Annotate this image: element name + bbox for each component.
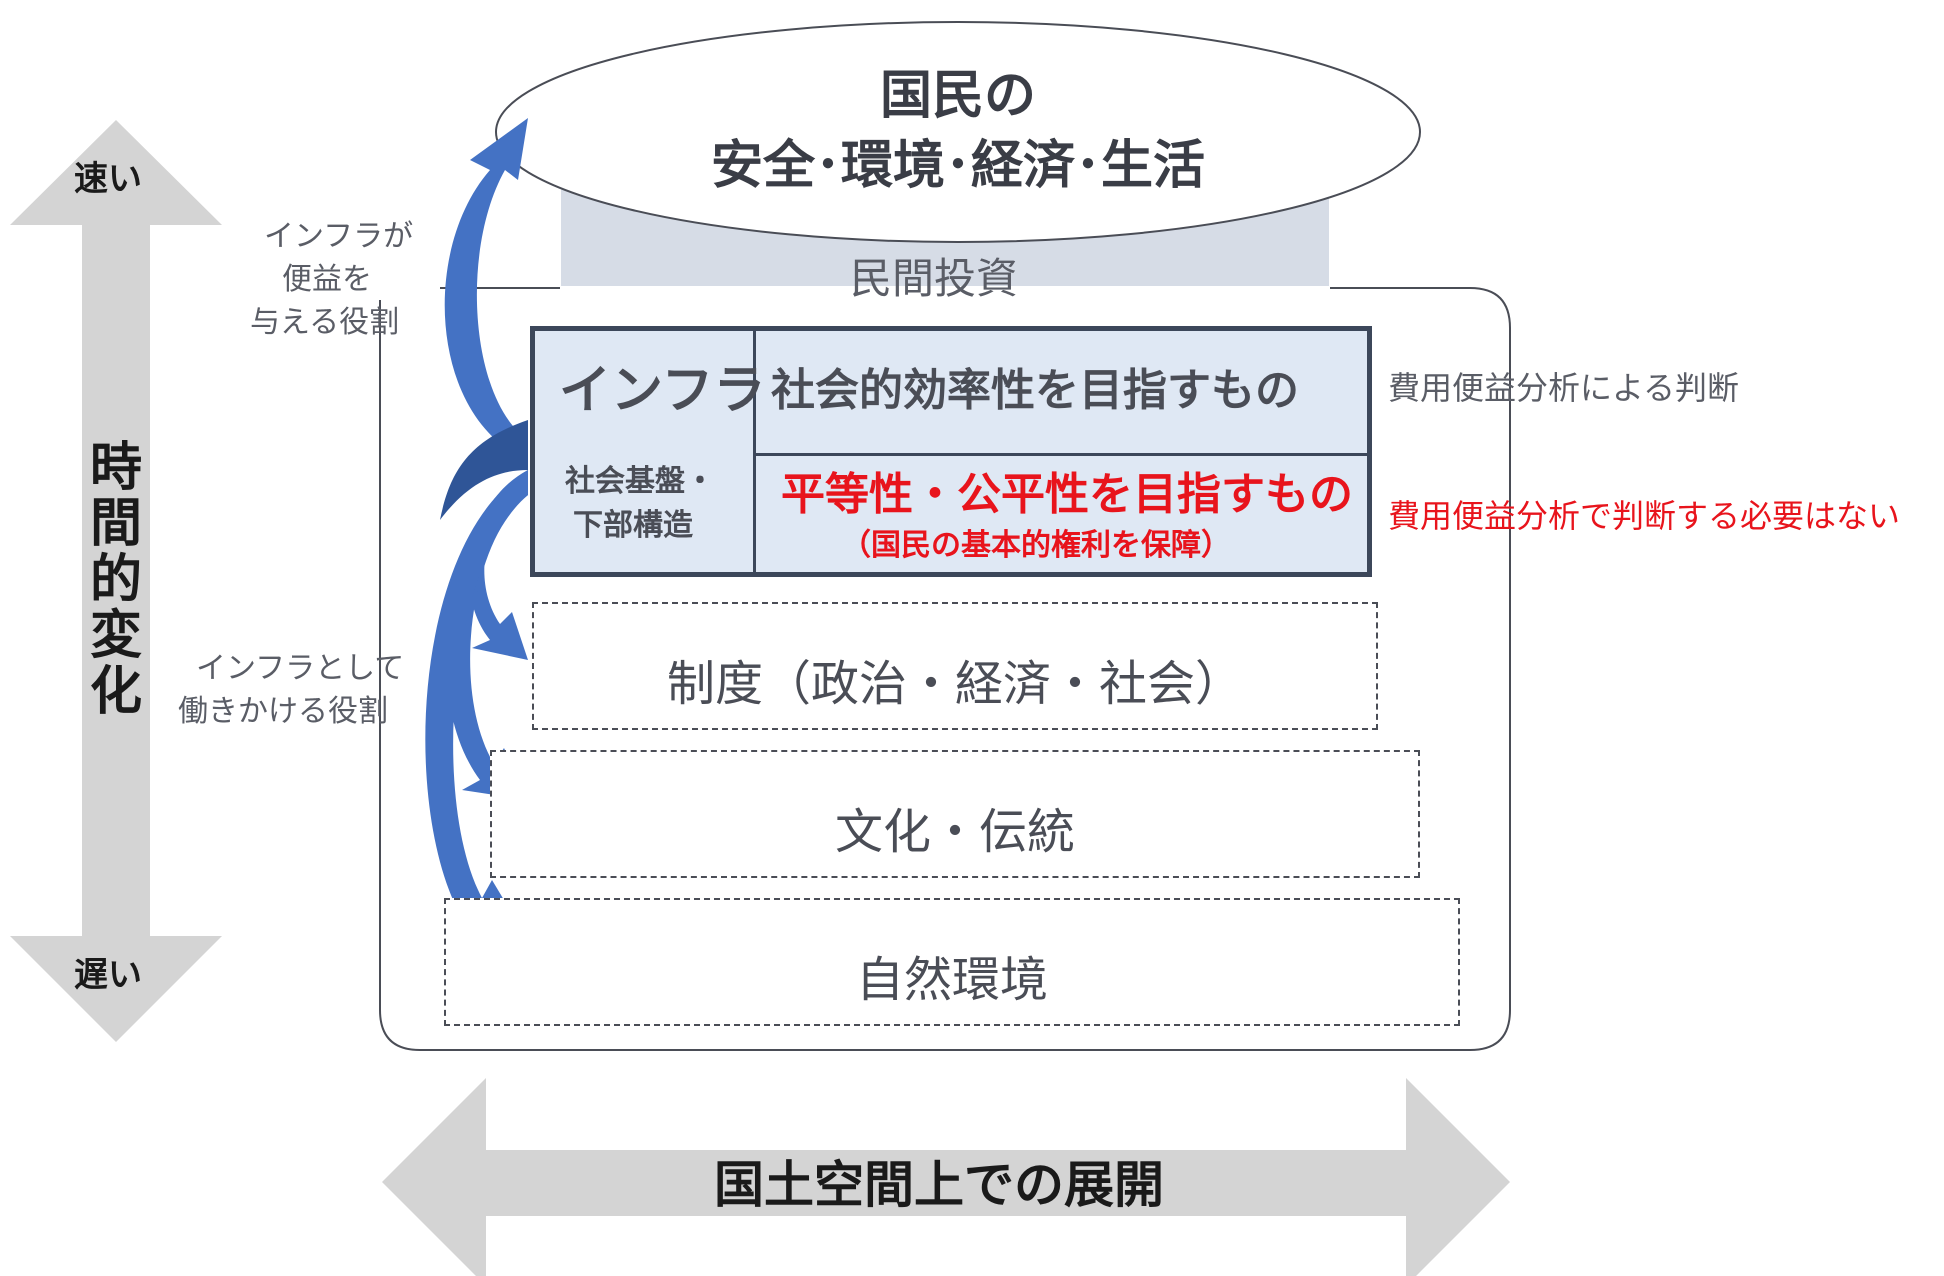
equality-label: 平等性・公平性を目指すもの	[781, 469, 1353, 520]
culture-label: 文化・伝統	[834, 804, 1075, 860]
equality-note: （国民の基本的権利を保障）	[841, 528, 1231, 563]
time-axis-char: 時	[89, 438, 142, 498]
time-axis-fast-label: 速い	[74, 159, 142, 199]
benefit-role-line3: 与える役割	[250, 305, 400, 340]
institutions-label: 制度（政治・経済・社会）	[666, 656, 1243, 712]
flow-arrow-hub	[440, 420, 528, 520]
time-axis-char: 化	[89, 662, 142, 722]
nature-label: 自然環境	[855, 952, 1048, 1008]
flow-arrow-to-goal	[444, 118, 528, 460]
infra-divider-horizontal	[753, 453, 1367, 456]
flow-arrows	[425, 118, 528, 940]
infra-box: インフラ 社会基盤・ 下部構造 社会的効率性を目指すもの 平等性・公平性を目指す…	[530, 326, 1372, 577]
time-axis-slow-label: 遅い	[74, 955, 142, 995]
time-axis-char: 変	[89, 606, 142, 666]
benefit-role-line2: 便益を	[282, 262, 372, 297]
act-role-line2: 働きかける役割	[178, 694, 388, 729]
space-axis-label: 国土空間上での展開	[714, 1156, 1164, 1214]
nature-layer: 自然環境	[444, 898, 1460, 1026]
infra-divider-vertical	[753, 331, 756, 572]
efficiency-label: 社会的効率性を目指すもの	[771, 365, 1299, 416]
culture-layer: 文化・伝統	[490, 750, 1420, 878]
space-axis-arrow	[382, 1078, 1510, 1276]
flow-arrow-to-nature	[425, 470, 528, 940]
time-axis-char: 的	[89, 550, 142, 610]
goal-ellipse	[495, 21, 1421, 243]
private-investment-label: 民間投資	[850, 254, 1019, 303]
benefit-role-line1: インフラが	[264, 219, 414, 254]
goal-line1: 国民の	[879, 66, 1036, 126]
equality-right-note: 費用便益分析で判断する必要はない	[1388, 497, 1901, 535]
time-axis-label: 時 間 的 変 化	[84, 440, 148, 720]
infra-subtitle-line1: 社会基盤・	[565, 464, 715, 499]
time-axis-arrow	[10, 120, 222, 1042]
infra-subtitle-line2: 下部構造	[573, 508, 693, 543]
act-role-line1: インフラとして	[196, 651, 405, 686]
infra-title: インフラ	[559, 361, 766, 421]
time-axis-char: 間	[89, 494, 142, 554]
efficiency-note: 費用便益分析による判断	[1388, 369, 1740, 407]
outer-frame	[379, 287, 1511, 1051]
goal-line2: 安全･環境･経済･生活	[710, 136, 1205, 196]
institutions-layer: 制度（政治・経済・社会）	[532, 602, 1378, 730]
